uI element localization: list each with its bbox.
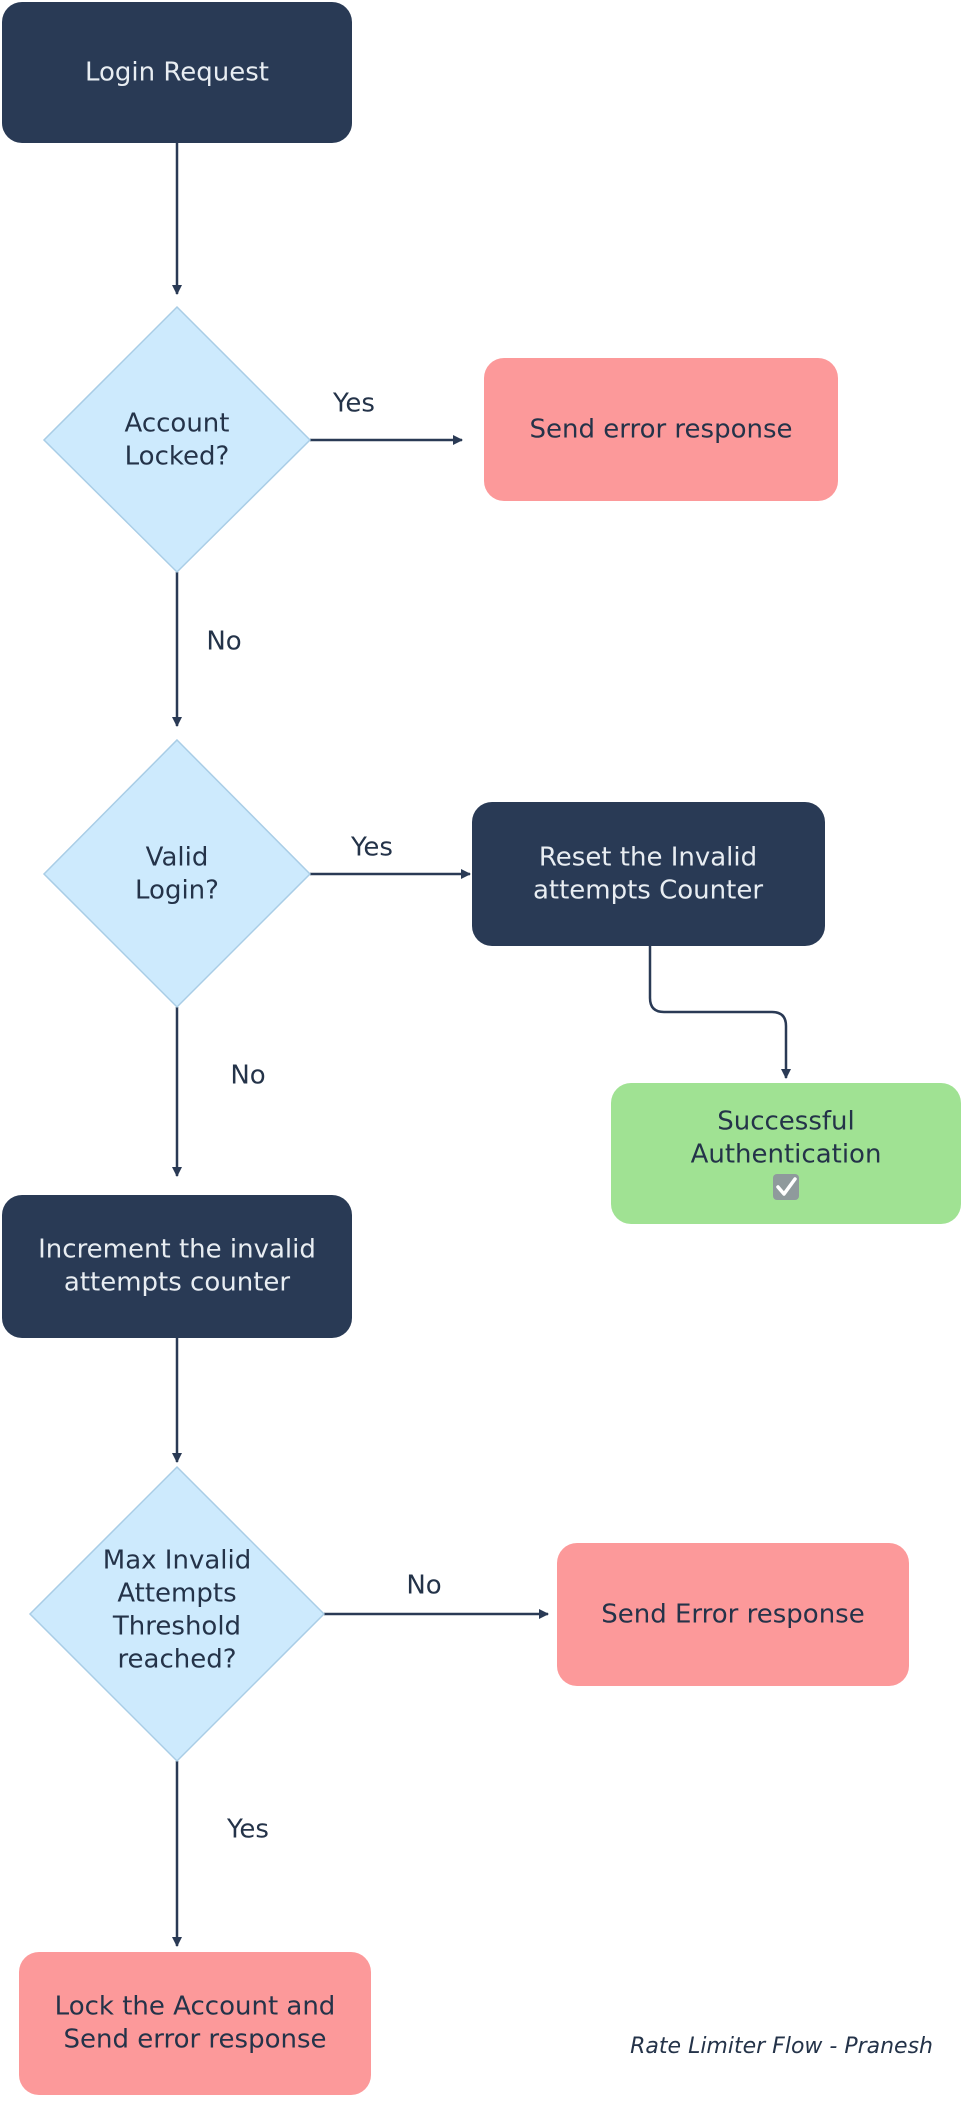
node-account-locked-line-1: Account: [125, 409, 230, 439]
node-send-error-response-2-label: Send Error response: [601, 1600, 864, 1630]
node-success-line-2: Authentication: [691, 1140, 882, 1170]
node-account-locked: Account Locked?: [42, 305, 312, 574]
node-max-threshold-line-2: Attempts: [117, 1579, 236, 1609]
node-valid-login-line-2: Login?: [135, 876, 219, 906]
node-max-threshold: Max Invalid Attempts Threshold reached?: [28, 1465, 326, 1763]
node-max-threshold-line-1: Max Invalid: [103, 1546, 251, 1576]
edge-label-max-yes: Yes: [226, 1815, 269, 1845]
node-max-threshold-line-3: Threshold: [112, 1612, 241, 1642]
node-success-line-1: Successful: [717, 1107, 855, 1137]
node-reset-counter-line-1: Reset the Invalid: [539, 843, 757, 873]
node-send-error-response: Send error response: [484, 358, 838, 501]
edge-label-valid-yes: Yes: [350, 833, 393, 863]
check-box-icon: [773, 1174, 799, 1200]
node-reset-counter-line-2: attempts Counter: [533, 876, 763, 906]
edge-label-locked-no: No: [206, 627, 241, 657]
node-max-threshold-line-4: reached?: [117, 1645, 236, 1675]
node-valid-login-line-1: Valid: [146, 843, 209, 873]
node-send-error-response-label: Send error response: [529, 415, 792, 445]
edge-reset-to-success: [648, 946, 791, 1079]
node-successful-authentication: Successful Authentication: [611, 1083, 961, 1224]
edge-label-valid-no: No: [230, 1061, 265, 1091]
node-reset-counter: Reset the Invalid attempts Counter: [472, 802, 825, 946]
node-lock-account: Lock the Account and Send error response: [19, 1952, 371, 2095]
edge-label-max-no: No: [406, 1571, 441, 1601]
node-login-request-label: Login Request: [85, 58, 269, 88]
node-increment-counter: Increment the invalid attempts counter: [2, 1195, 352, 1338]
diagram-credit: Rate Limiter Flow - Pranesh: [630, 2034, 933, 2059]
node-send-error-response-2: Send Error response: [557, 1543, 909, 1686]
node-increment-counter-line-1: Increment the invalid: [38, 1235, 316, 1265]
node-account-locked-line-2: Locked?: [125, 442, 230, 472]
edge-label-locked-yes: Yes: [332, 389, 375, 419]
node-login-request: Login Request: [2, 2, 352, 143]
node-lock-account-line-2: Send error response: [63, 2025, 326, 2055]
node-valid-login: Valid Login?: [42, 738, 312, 1009]
node-lock-account-line-1: Lock the Account and: [55, 1992, 336, 2022]
node-increment-counter-line-2: attempts counter: [64, 1268, 291, 1298]
